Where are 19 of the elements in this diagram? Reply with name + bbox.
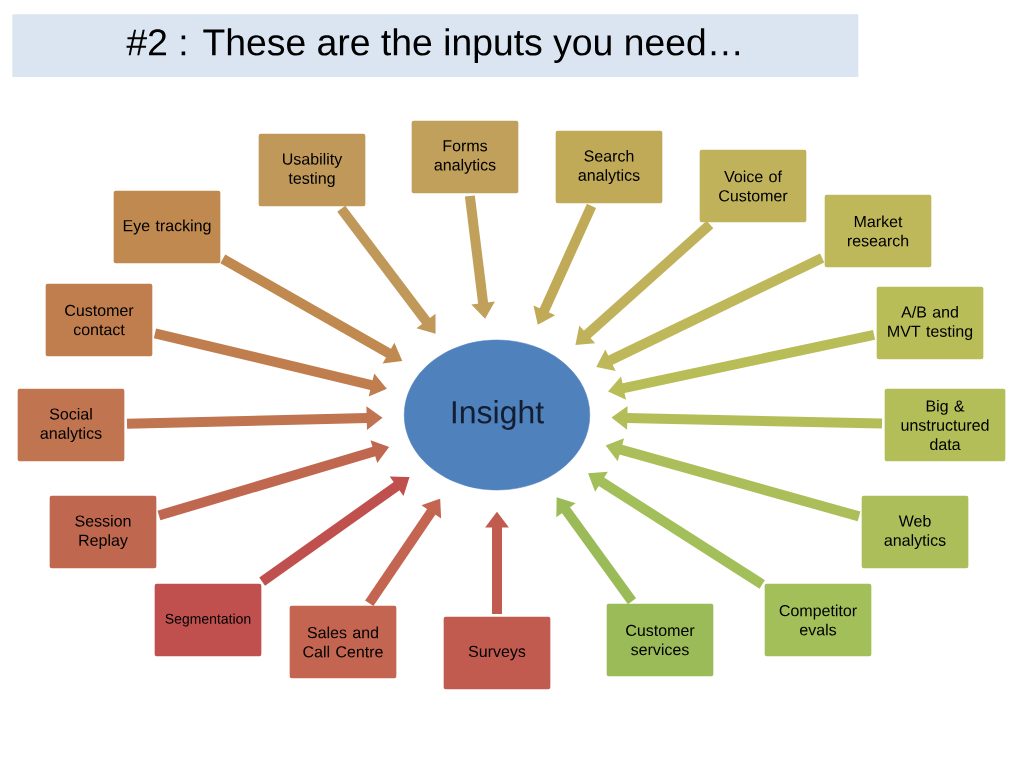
input-box: Competitor evals <box>763 582 873 658</box>
arrow <box>575 220 714 345</box>
title-banner: #2 : These are the inputs you need… <box>12 14 859 77</box>
input-box: Forms analytics <box>410 119 520 195</box>
input-box: Social analytics <box>16 387 126 463</box>
input-box: Web analytics <box>860 494 970 570</box>
input-box: Search analytics <box>554 129 664 205</box>
input-box: Big & unstructured data <box>883 387 1007 463</box>
input-box: Customer services <box>605 602 715 678</box>
input-box: Customer contact <box>44 282 154 358</box>
input-box: Surveys <box>442 615 552 691</box>
input-box: Voice of Customer <box>698 148 808 224</box>
input-box: A/B and MVT testing <box>875 285 985 361</box>
input-box: Eye tracking <box>112 189 222 265</box>
input-box: Usability testing <box>257 132 367 208</box>
input-box: Sales and Call Centre <box>288 604 398 680</box>
input-box: Market research <box>823 193 933 269</box>
input-box: Segmentation <box>153 582 263 658</box>
input-box: Session Replay <box>48 494 158 570</box>
